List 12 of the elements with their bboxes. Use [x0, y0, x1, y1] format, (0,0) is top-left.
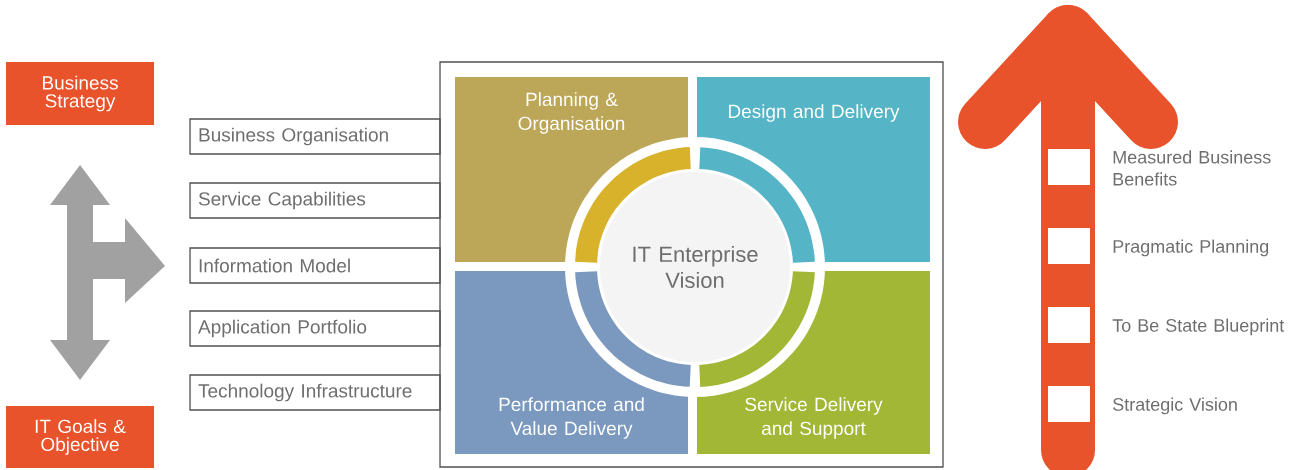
step-label: Strategic Vision — [1113, 397, 1237, 415]
heading-box: Business Strategy — [6, 62, 154, 125]
tab-box: Service Capabilities — [189, 182, 441, 219]
step-label: Measured Business Benefits — [1113, 150, 1271, 186]
tab-box: Business Organisation — [189, 118, 441, 155]
frame-box — [439, 61, 944, 468]
tab-box: Information Model — [189, 247, 441, 284]
tab-box: Technology Infrastructure — [189, 374, 441, 411]
heading-box: IT Goals & Objective — [6, 406, 154, 468]
tab-box: Application Portfolio — [189, 310, 441, 347]
step-label: Pragmatic Planning — [1113, 239, 1269, 257]
step-label: To Be State Blueprint — [1112, 318, 1285, 336]
